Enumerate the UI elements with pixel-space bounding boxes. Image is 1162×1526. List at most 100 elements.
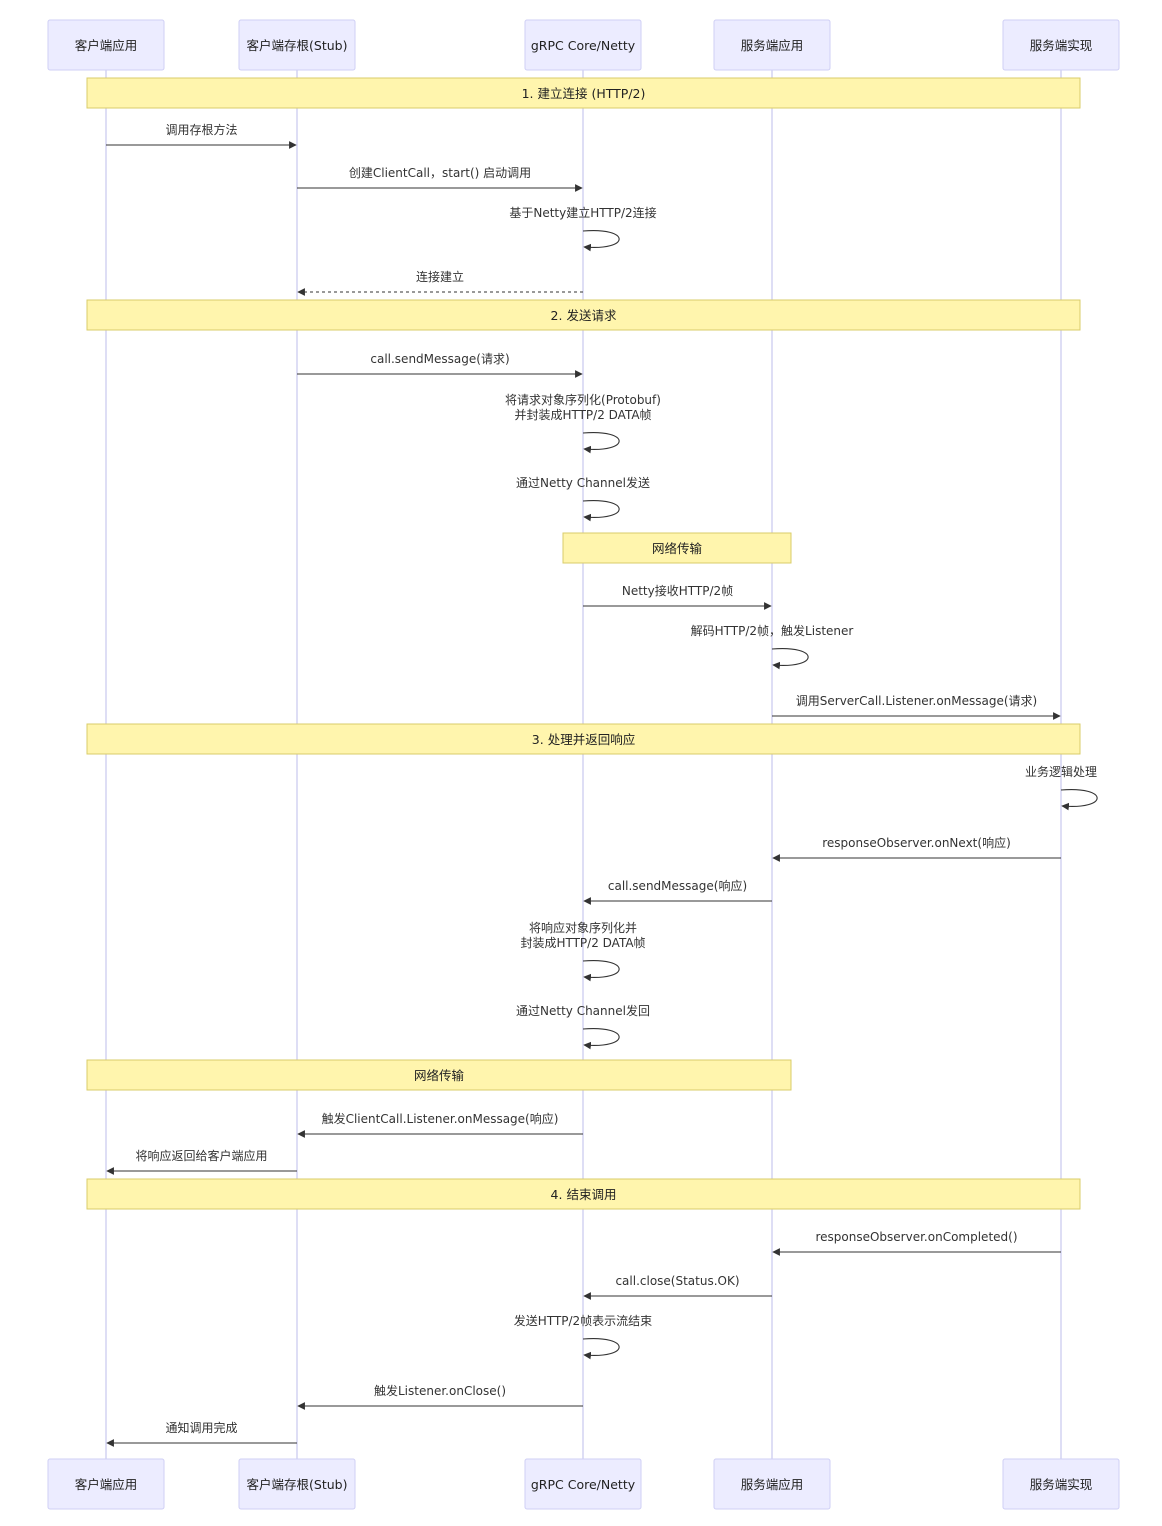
message-7: 通过Netty Channel发送 <box>516 475 650 522</box>
section-note: 4. 结束调用 <box>86 1178 1081 1210</box>
message-label: 将响应对象序列化并 <box>529 920 637 935</box>
message-label: call.sendMessage(响应) <box>608 878 747 893</box>
message-9: 解码HTTP/2帧，触发Listener <box>691 623 854 670</box>
participant-grpc-top: gRPC Core/Netty <box>524 19 642 71</box>
message-2: 创建ClientCall，start() 启动调用 <box>297 166 583 192</box>
message-10: 调用ServerCall.Listener.onMessage(请求) <box>772 694 1061 720</box>
participant-box <box>1002 19 1120 71</box>
message-label: 通过Netty Channel发送 <box>516 475 650 490</box>
message-label: 基于Netty建立HTTP/2连接 <box>509 205 656 220</box>
participant-label: gRPC Core/Netty <box>531 38 636 53</box>
participant-box <box>47 19 165 71</box>
message-18: responseObserver.onCompleted() <box>772 1230 1061 1256</box>
message-label: 通知调用完成 <box>165 1420 237 1435</box>
participant-client-bottom: 客户端应用 <box>47 1458 165 1510</box>
participant-box <box>713 1458 831 1510</box>
participant-label: 客户端应用 <box>75 38 138 53</box>
message-3: 基于Netty建立HTTP/2连接 <box>509 205 657 252</box>
message-label: Netty接收HTTP/2帧 <box>622 583 733 598</box>
message-16: 触发ClientCall.Listener.onMessage(响应) <box>297 1111 583 1138</box>
message-label: 将响应返回给客户端应用 <box>135 1148 267 1163</box>
section-note-box <box>86 77 1081 109</box>
message-6: 将请求对象序列化(Protobuf)并封装成HTTP/2 DATA帧 <box>505 392 661 454</box>
message-8: Netty接收HTTP/2帧 <box>583 583 772 610</box>
participant-label: 服务端实现 <box>1030 38 1093 53</box>
participant-impl-bottom: 服务端实现 <box>1002 1458 1120 1510</box>
section-note-box <box>86 1178 1081 1210</box>
section-note-label: 4. 结束调用 <box>551 1187 617 1202</box>
message-label: 触发ClientCall.Listener.onMessage(响应) <box>322 1111 559 1126</box>
participant-client-top: 客户端应用 <box>47 19 165 71</box>
participant-label: 客户端存根(Stub) <box>247 1477 348 1492</box>
message-12: responseObserver.onNext(响应) <box>772 835 1061 862</box>
participant-box <box>238 1458 356 1510</box>
message-label: responseObserver.onCompleted() <box>815 1230 1017 1244</box>
message-label: 解码HTTP/2帧，触发Listener <box>691 623 854 638</box>
message-22: 通知调用完成 <box>106 1420 297 1447</box>
participant-box <box>1002 1458 1120 1510</box>
message-label: 业务逻辑处理 <box>1025 764 1097 779</box>
section-note-box <box>86 299 1081 331</box>
self-loop-arrow <box>582 960 620 982</box>
message-13: call.sendMessage(响应) <box>583 878 772 905</box>
section-note-label: 1. 建立连接 (HTTP/2) <box>522 86 646 101</box>
section-note-label: 3. 处理并返回响应 <box>532 732 635 747</box>
message-label: 封装成HTTP/2 DATA帧 <box>520 936 645 950</box>
message-label: 调用ServerCall.Listener.onMessage(请求) <box>796 694 1037 708</box>
participant-stub-bottom: 客户端存根(Stub) <box>238 1458 356 1510</box>
message-label: 创建ClientCall，start() 启动调用 <box>349 166 531 180</box>
self-loop-arrow <box>582 1338 620 1360</box>
participant-label: 服务端应用 <box>741 1477 804 1492</box>
message-label: 触发Listener.onClose() <box>374 1383 506 1398</box>
self-loop-arrow <box>771 648 809 670</box>
participant-box <box>47 1458 165 1510</box>
section-note-label: 2. 发送请求 <box>551 308 617 323</box>
participant-box <box>524 1458 642 1510</box>
self-loop-arrow <box>1060 789 1098 811</box>
section-note: 2. 发送请求 <box>86 299 1081 331</box>
section-note-box <box>86 723 1081 755</box>
message-label: 将请求对象序列化(Protobuf) <box>505 392 661 407</box>
participant-box <box>713 19 831 71</box>
self-loop-arrow <box>582 230 620 252</box>
section-note-label: 网络传输 <box>652 541 703 556</box>
message-label: 调用存根方法 <box>165 122 237 137</box>
message-label: 发送HTTP/2帧表示流结束 <box>514 1313 652 1328</box>
message-4: 连接建立 <box>297 269 583 296</box>
message-1: 调用存根方法 <box>106 122 297 149</box>
section-note: 网络传输 <box>86 1059 792 1091</box>
self-loop-arrow <box>582 500 620 522</box>
section-note: 1. 建立连接 (HTTP/2) <box>86 77 1081 109</box>
message-label: 并封装成HTTP/2 DATA帧 <box>514 408 651 422</box>
section-note: 3. 处理并返回响应 <box>86 723 1081 755</box>
message-19: call.close(Status.OK) <box>583 1274 772 1300</box>
message-17: 将响应返回给客户端应用 <box>106 1148 297 1175</box>
participant-server-top: 服务端应用 <box>713 19 831 71</box>
message-label: 连接建立 <box>416 269 464 284</box>
message-label: responseObserver.onNext(响应) <box>822 835 1011 850</box>
message-20: 发送HTTP/2帧表示流结束 <box>514 1313 652 1360</box>
message-21: 触发Listener.onClose() <box>297 1383 583 1410</box>
participant-label: gRPC Core/Netty <box>531 1477 636 1492</box>
participant-stub-top: 客户端存根(Stub) <box>238 19 356 71</box>
participant-box <box>238 19 356 71</box>
section-note-box <box>86 1059 792 1091</box>
participant-label: 服务端应用 <box>741 38 804 53</box>
message-label: call.sendMessage(请求) <box>370 352 509 366</box>
participant-label: 客户端应用 <box>75 1477 138 1492</box>
participant-impl-top: 服务端实现 <box>1002 19 1120 71</box>
section-note: 网络传输 <box>562 532 792 564</box>
participant-label: 服务端实现 <box>1030 1477 1093 1492</box>
participant-label: 客户端存根(Stub) <box>247 38 348 53</box>
self-loop-arrow <box>582 1028 620 1050</box>
participant-box <box>524 19 642 71</box>
message-label: 通过Netty Channel发回 <box>516 1003 650 1018</box>
message-15: 通过Netty Channel发回 <box>516 1003 650 1050</box>
section-note-label: 网络传输 <box>414 1068 465 1083</box>
message-5: call.sendMessage(请求) <box>297 352 583 378</box>
message-label: call.close(Status.OK) <box>615 1274 739 1288</box>
self-loop-arrow <box>582 432 620 454</box>
section-note-box <box>562 532 792 564</box>
